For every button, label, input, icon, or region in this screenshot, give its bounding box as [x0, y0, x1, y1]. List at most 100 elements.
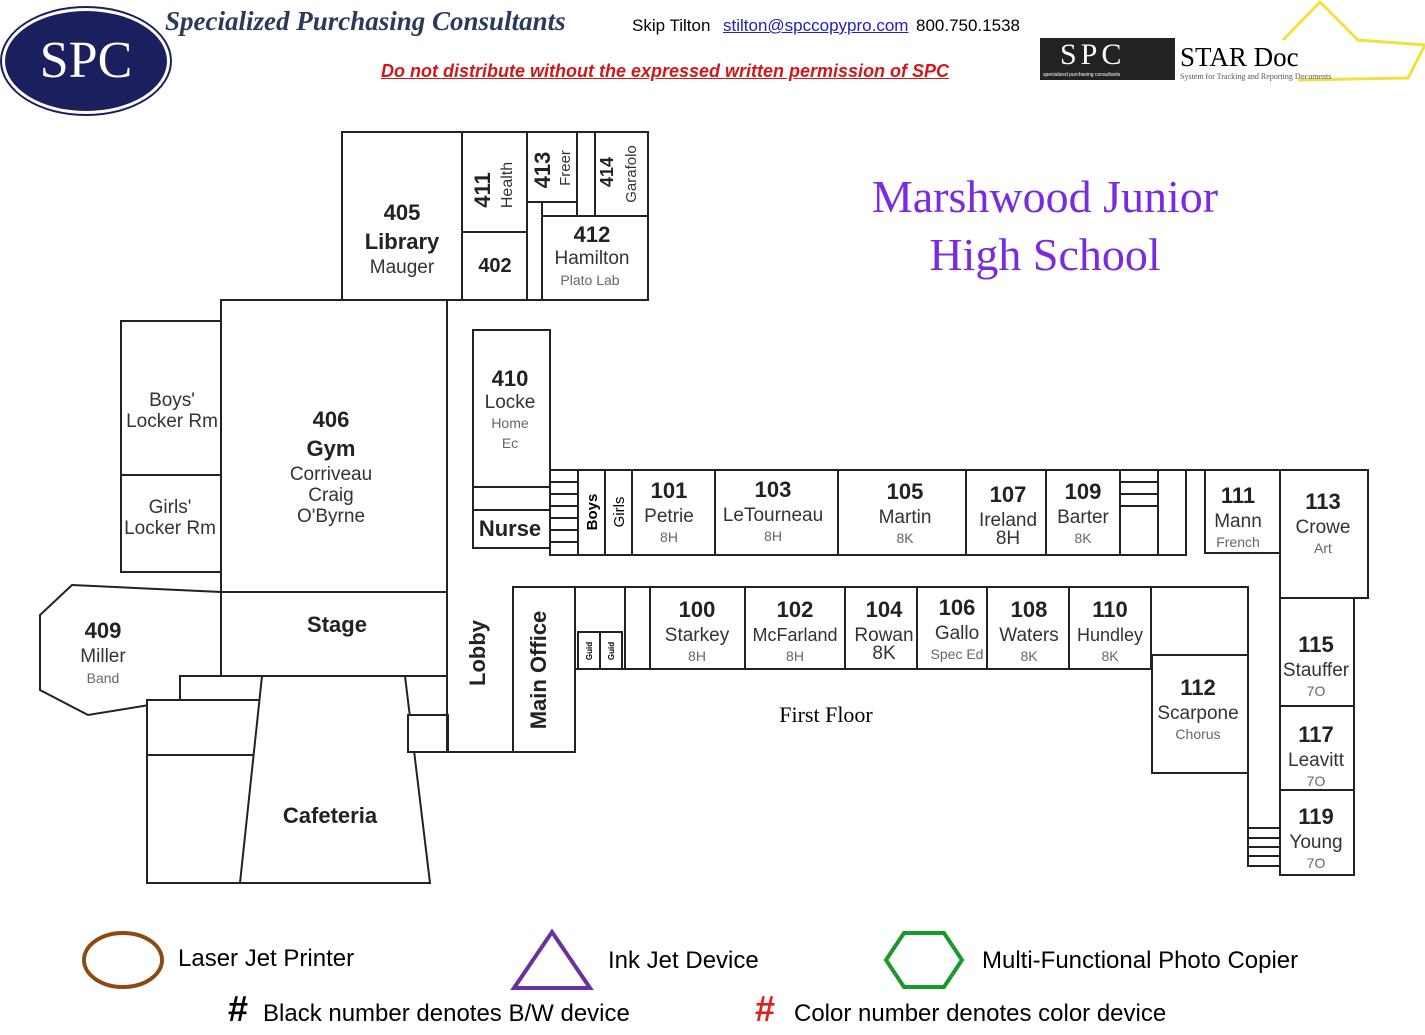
room-103-num: 103	[755, 477, 792, 502]
room-411	[461, 131, 528, 233]
room-111-name: Mann	[1214, 511, 1262, 532]
stage-label: Stage	[307, 612, 367, 637]
room-402-number: 402	[478, 255, 511, 277]
laser-printer-oval-icon	[82, 931, 164, 989]
room-410-name: Locke	[485, 392, 536, 413]
legend-bw-label: Black number denotes B/W device	[263, 1000, 630, 1027]
room-115-sub: 7O	[1307, 683, 1326, 699]
main-office	[512, 586, 576, 753]
room-104-num: 104	[866, 597, 903, 622]
room-117-num: 117	[1298, 722, 1334, 747]
room-119-name: Young	[1289, 832, 1342, 853]
room-101	[631, 469, 716, 556]
room-409-sub: Band	[87, 670, 120, 686]
room-410-sub-2: Ec	[502, 435, 518, 451]
room-110-num: 110	[1092, 597, 1128, 622]
legend-inkjet-label: Ink Jet Device	[608, 947, 759, 974]
room-100-name: Starkey	[665, 625, 730, 646]
room-412-sub: Plato Lab	[560, 272, 619, 288]
color-hash-icon: #	[755, 988, 776, 1029]
room-411-name: Health	[499, 162, 516, 208]
spc-logo: SPC	[2, 8, 170, 114]
room-409-name: Miller	[80, 646, 126, 667]
room-413-name: Freer	[557, 150, 574, 186]
room-406	[220, 299, 448, 593]
legend-copier-label: Multi-Functional Photo Copier	[982, 947, 1299, 974]
school-title-line1: Marshwood Junior	[871, 171, 1219, 222]
main-office-label: Main Office	[526, 611, 551, 730]
legend-color-label: Color number denotes color device	[794, 1000, 1167, 1027]
room-105-name: Martin	[879, 507, 932, 528]
room-102-num: 102	[777, 597, 814, 622]
room-113-name: Crowe	[1296, 517, 1351, 538]
room-104-sub: 8K	[872, 643, 896, 664]
spc-logo-text: SPC	[39, 32, 133, 89]
room-406-teacher-3: O'Byrne	[297, 506, 365, 527]
room-labels: 405 Library Mauger 411 Health 413 Freer …	[80, 145, 640, 828]
room-106	[916, 586, 988, 670]
room-405-teacher: Mauger	[370, 257, 435, 278]
room-405-name: Library	[365, 229, 440, 254]
room-111-sub: French	[1216, 534, 1260, 550]
email-link[interactable]: stilton@spccopypro.com	[723, 16, 909, 35]
room-103-name: LeTourneau	[723, 505, 823, 526]
walls	[39, 131, 1369, 884]
room-115	[1279, 597, 1355, 707]
school-title-line2: High School	[929, 229, 1161, 280]
room-119-num: 119	[1298, 804, 1334, 829]
school-title: Marshwood Junior High School	[820, 168, 1270, 284]
room-414	[594, 131, 649, 217]
nurse-label: Nurse	[479, 516, 541, 541]
room-111-num: 111	[1221, 483, 1255, 508]
room-119-sub: 7O	[1307, 855, 1326, 871]
inkjet-triangle-icon	[510, 928, 594, 990]
room-100	[649, 586, 746, 670]
boys-restroom-label: Boys	[584, 494, 601, 531]
room-105-sub: 8K	[896, 530, 914, 546]
boys-locker-l2: Locker Rm	[126, 411, 218, 432]
room-104-name: Rowan	[854, 625, 913, 646]
room-409-number: 409	[85, 618, 122, 643]
room-112-num: 112	[1180, 675, 1216, 700]
room-102-name: McFarland	[752, 625, 837, 645]
boys-restroom	[577, 469, 606, 556]
room-410-sub-1: Home	[491, 415, 529, 431]
room-103	[714, 469, 839, 556]
guidance-1-label: Guid	[585, 642, 594, 660]
room-117-sub: 7O	[1307, 773, 1326, 789]
room-106-num: 106	[939, 595, 976, 620]
star-logo-title: STAR Doc	[1180, 42, 1299, 72]
room-109-sub: 8K	[1074, 530, 1092, 546]
room-406-teacher-1: Corriveau	[290, 464, 372, 485]
room-412-number: 412	[574, 222, 611, 247]
room-105-num: 105	[887, 479, 924, 504]
room-112-sub: Chorus	[1175, 726, 1220, 742]
cafeteria-label: Cafeteria	[283, 803, 378, 828]
room-108-num: 108	[1011, 597, 1048, 622]
girls-restroom-label: Girls	[611, 497, 628, 528]
star-doc-logo: SPC specialized purchasing consultants S…	[1038, 0, 1425, 90]
room-117	[1279, 705, 1355, 791]
room-109	[1045, 469, 1121, 556]
room-112	[1151, 654, 1249, 774]
room-103-sub: 8H	[764, 528, 782, 544]
room-115-name: Stauffer	[1283, 660, 1350, 681]
room-110-name: Hundley	[1077, 625, 1143, 645]
room-109-num: 109	[1065, 479, 1102, 504]
star-logo-tagline: System for Tracking and Reporting Docume…	[1180, 72, 1332, 81]
boys-locker-room	[120, 320, 222, 476]
floor-label: First Floor	[779, 702, 873, 727]
room-101-name: Petrie	[644, 506, 694, 527]
room-102	[744, 586, 846, 670]
room-108-name: Waters	[999, 625, 1058, 646]
room-106-sub: Spec Ed	[931, 646, 984, 662]
distribution-warning: Do not distribute without the expressed …	[381, 61, 950, 81]
phone: 800.750.1538	[916, 16, 1020, 35]
room-100-num: 100	[679, 597, 716, 622]
room-113-sub: Art	[1314, 540, 1332, 556]
bw-hash-icon: #	[228, 988, 249, 1029]
room-101-sub: 8H	[660, 529, 678, 545]
room-109-name: Barter	[1057, 507, 1109, 528]
room-117-name: Leavitt	[1288, 750, 1345, 771]
